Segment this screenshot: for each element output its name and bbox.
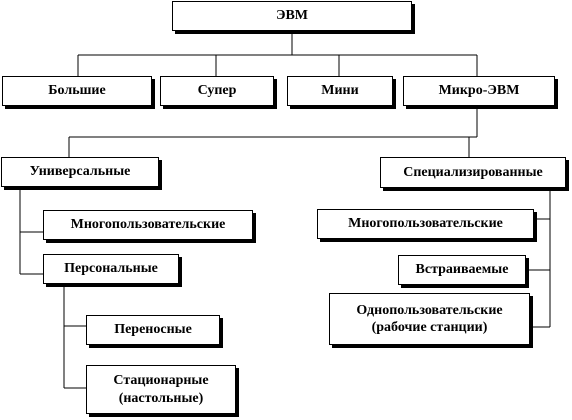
node-single-user-label-line2: (рабочие станции) bbox=[371, 320, 488, 335]
node-mini-label: Мини bbox=[321, 83, 359, 99]
node-stationary: Стационарные (настольные) bbox=[86, 365, 236, 414]
root-node: ЭВМ bbox=[172, 1, 412, 31]
node-universal-label: Универсальные bbox=[29, 164, 131, 180]
node-mini: Мини bbox=[287, 76, 393, 106]
node-universal: Универсальные bbox=[1, 157, 159, 187]
node-micro-label: Микро-ЭВМ bbox=[438, 83, 520, 99]
node-specialized-multi-user-label: Многопользовательские bbox=[348, 216, 503, 232]
node-super: Супер bbox=[160, 76, 274, 106]
node-personal: Персональные bbox=[43, 254, 179, 284]
node-specialized-label: Специализированные bbox=[403, 164, 543, 180]
node-universal-multi-user-label: Многопользовательские bbox=[70, 217, 226, 233]
node-specialized-multi-user: Многопользовательские bbox=[317, 209, 534, 239]
node-stationary-label-line1: Стационарные bbox=[113, 373, 209, 388]
node-personal-label: Персональные bbox=[64, 261, 158, 277]
node-portable: Переносные bbox=[86, 315, 220, 345]
node-large-label: Большие bbox=[48, 83, 106, 99]
root-node-label: ЭВМ bbox=[275, 8, 309, 24]
node-single-user: Однопользовательские (рабочие станции) bbox=[329, 293, 530, 345]
node-single-user-label-line1: Однопользовательские bbox=[356, 302, 503, 318]
node-micro: Микро-ЭВМ bbox=[403, 76, 555, 106]
node-super-label: Супер bbox=[197, 83, 237, 99]
node-stationary-label-line2: (настольные) bbox=[118, 390, 204, 406]
node-portable-label: Переносные bbox=[114, 322, 192, 338]
node-specialized: Специализированные bbox=[380, 157, 566, 188]
node-embedded-label: Встраиваемые bbox=[415, 262, 509, 278]
node-universal-multi-user: Многопользовательские bbox=[43, 210, 253, 240]
node-embedded: Встраиваемые bbox=[398, 255, 526, 285]
node-large: Большие bbox=[2, 76, 152, 106]
